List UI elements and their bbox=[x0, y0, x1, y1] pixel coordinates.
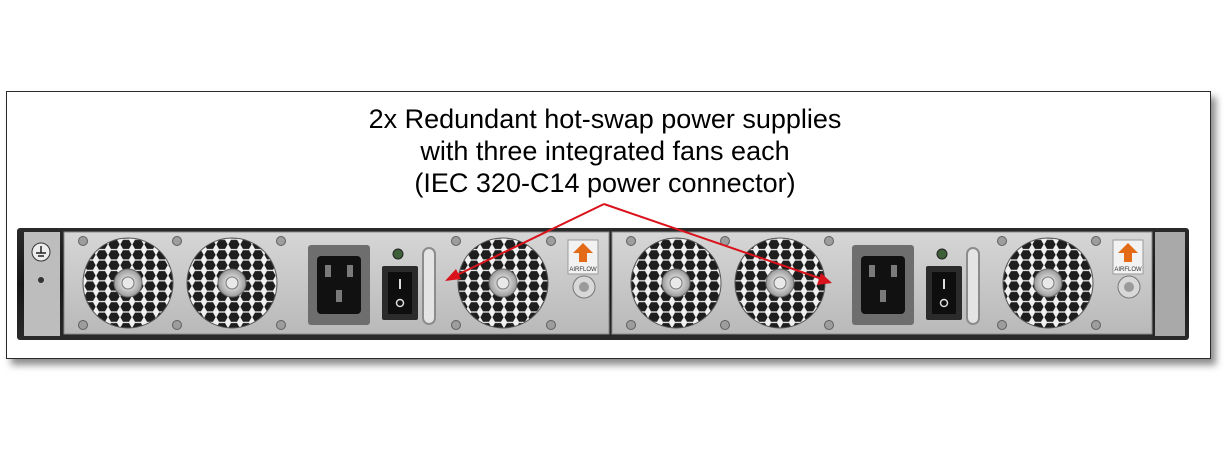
airflow-label: AIRFLOW bbox=[569, 267, 597, 273]
fan-grille-icon bbox=[734, 237, 826, 329]
rocker-switch-icon bbox=[382, 266, 418, 320]
led-icon bbox=[936, 248, 948, 260]
caption-line-3: (IEC 320-C14 power connector) bbox=[414, 168, 796, 198]
power-inlet-icon bbox=[308, 245, 370, 325]
rocker-switch-icon bbox=[926, 266, 962, 320]
fan-grille-icon bbox=[82, 237, 174, 329]
panel-screws bbox=[626, 236, 1101, 330]
psu-handle[interactable] bbox=[422, 247, 436, 325]
airflow-label: AIRFLOW bbox=[1114, 267, 1142, 273]
caption-line-2: with three integrated fans each bbox=[420, 136, 790, 166]
ear-screw-hole bbox=[38, 277, 44, 283]
caption: 2x Redundant hot-swap power supplies wit… bbox=[0, 103, 1210, 199]
caption-line-1: 2x Redundant hot-swap power supplies bbox=[368, 104, 842, 134]
psu-handle[interactable] bbox=[966, 247, 980, 325]
thumbscrew-icon[interactable] bbox=[1117, 275, 1141, 299]
ground-icon bbox=[31, 242, 51, 262]
thumbscrew-icon[interactable] bbox=[572, 275, 596, 299]
fan-grille-icon bbox=[186, 237, 278, 329]
panel-screws bbox=[78, 236, 556, 330]
power-supply-1: AIRFLOW bbox=[63, 231, 610, 335]
power-supply-2: AIRFLOW bbox=[611, 231, 1153, 335]
power-inlet-icon bbox=[852, 245, 914, 325]
led-icon bbox=[392, 248, 404, 260]
airflow-arrow-icon: AIRFLOW bbox=[1112, 239, 1144, 275]
airflow-arrow-icon: AIRFLOW bbox=[567, 239, 599, 275]
fan-grille-icon bbox=[1002, 237, 1094, 329]
right-mounting-ear bbox=[1155, 232, 1185, 336]
fan-grille-icon bbox=[457, 237, 549, 329]
fan-grille-icon bbox=[630, 237, 722, 329]
callout-arrows bbox=[445, 203, 832, 285]
